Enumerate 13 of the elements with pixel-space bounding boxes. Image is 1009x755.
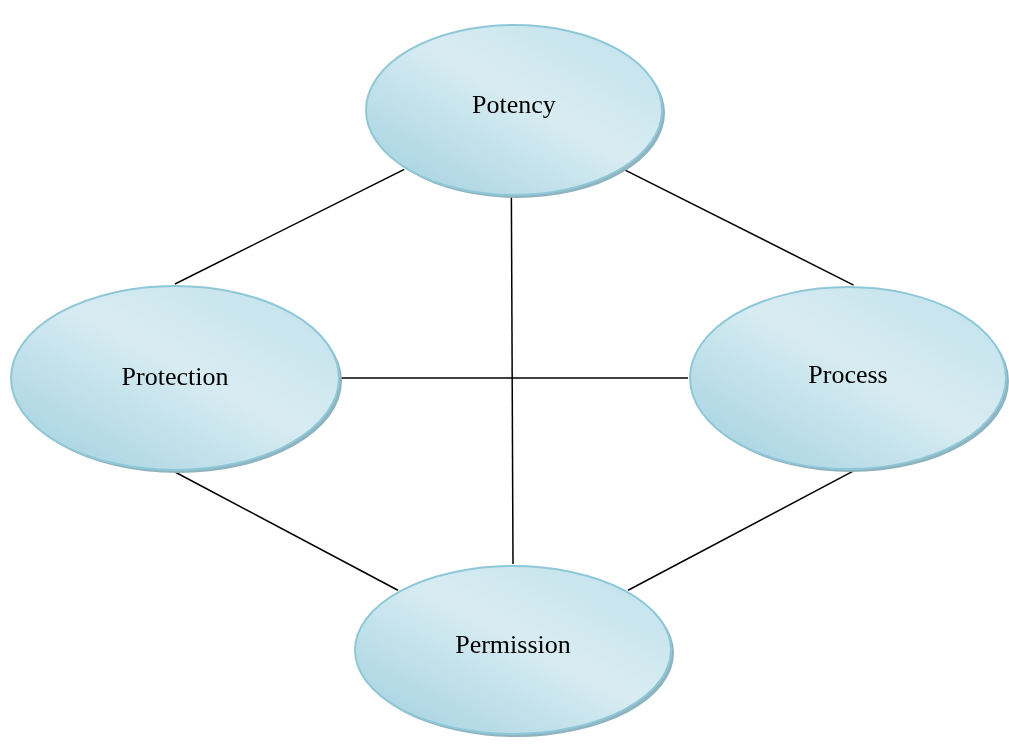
node-label: Potency (471, 90, 557, 120)
node-label: Protection (120, 362, 230, 392)
node-label: Permission (454, 630, 572, 660)
connector-line (174, 168, 406, 285)
oval-node (688, 285, 1008, 471)
oval-node (9, 284, 341, 472)
connector-line (510, 196, 514, 565)
connector-line (627, 470, 855, 591)
node-label: Process (807, 360, 889, 390)
connector-line (340, 377, 689, 379)
oval-node (353, 564, 673, 736)
oval-node (364, 23, 664, 197)
connector-line (174, 471, 399, 591)
